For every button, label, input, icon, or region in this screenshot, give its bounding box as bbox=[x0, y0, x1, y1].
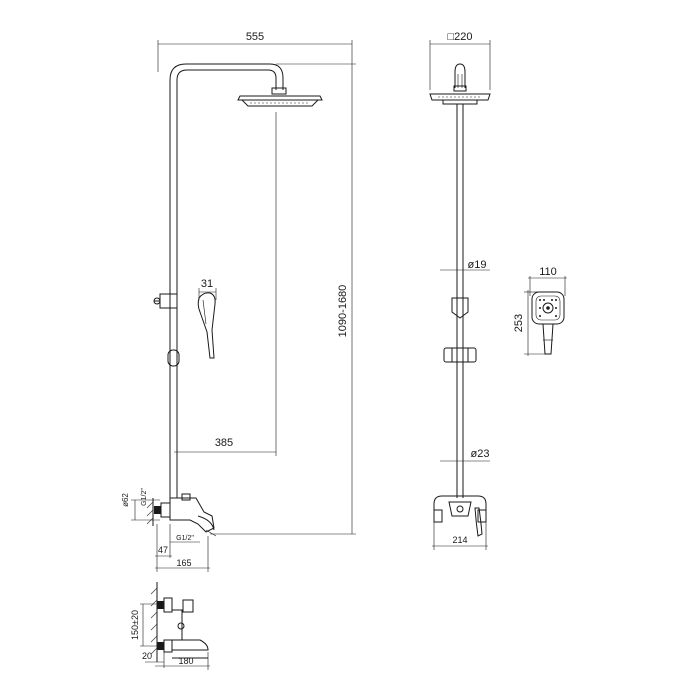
front-view: □220 ø19 ø23 bbox=[429, 31, 491, 550]
hand-shower-front: 110 253 bbox=[513, 266, 567, 356]
dim-centers-label: 150±20 bbox=[130, 610, 140, 640]
dim-hand-shower-length-label: 253 bbox=[513, 314, 525, 332]
dim-spout-reach: 385 bbox=[174, 112, 277, 456]
dim-side-arm-label: 555 bbox=[246, 31, 264, 43]
dim-overall-height: 1090-1680 bbox=[210, 62, 356, 535]
dim-mixer-depth-label: 165 bbox=[176, 558, 191, 568]
dim-side-arm: 555 bbox=[157, 31, 353, 72]
front-pipe bbox=[443, 104, 477, 498]
dim-thread-lower-label: G1/2" bbox=[176, 535, 194, 542]
mixer-front: 214 bbox=[432, 495, 488, 550]
dim-pipe-lower-label: ø23 bbox=[471, 448, 490, 460]
dim-plan-depth-label: 180 bbox=[178, 656, 193, 666]
dim-thread-upper-label: G1/2" bbox=[141, 488, 148, 506]
dim-mixer-width-label: 214 bbox=[452, 535, 467, 545]
rain-head-side bbox=[237, 87, 323, 107]
mixer-side: ø62 G1/2" G1/2" 47 165 bbox=[121, 488, 217, 572]
side-view: 555 1090-1680 bbox=[121, 31, 356, 670]
rain-head-front bbox=[429, 93, 491, 105]
dim-hand-shower-width-label: 110 bbox=[539, 266, 557, 278]
dim-pipe-upper-label: ø19 bbox=[468, 259, 487, 271]
dim-plan-offset-label: 20 bbox=[142, 651, 152, 661]
dim-flange-dia-label: ø62 bbox=[121, 493, 130, 507]
dim-head-square-label: □220 bbox=[448, 31, 473, 43]
mixer-plan-view: 150±20 20 180 bbox=[130, 582, 210, 670]
dim-head-square: □220 bbox=[429, 31, 491, 90]
dim-hand-shower-side-label: 31 bbox=[201, 278, 213, 290]
dim-wall-offset-label: 47 bbox=[158, 545, 168, 555]
riser-pipe bbox=[153, 63, 284, 498]
dim-overall-height-label: 1090-1680 bbox=[337, 285, 349, 338]
hand-shower-side: 31 bbox=[197, 278, 217, 359]
dim-spout-reach-label: 385 bbox=[215, 437, 233, 449]
